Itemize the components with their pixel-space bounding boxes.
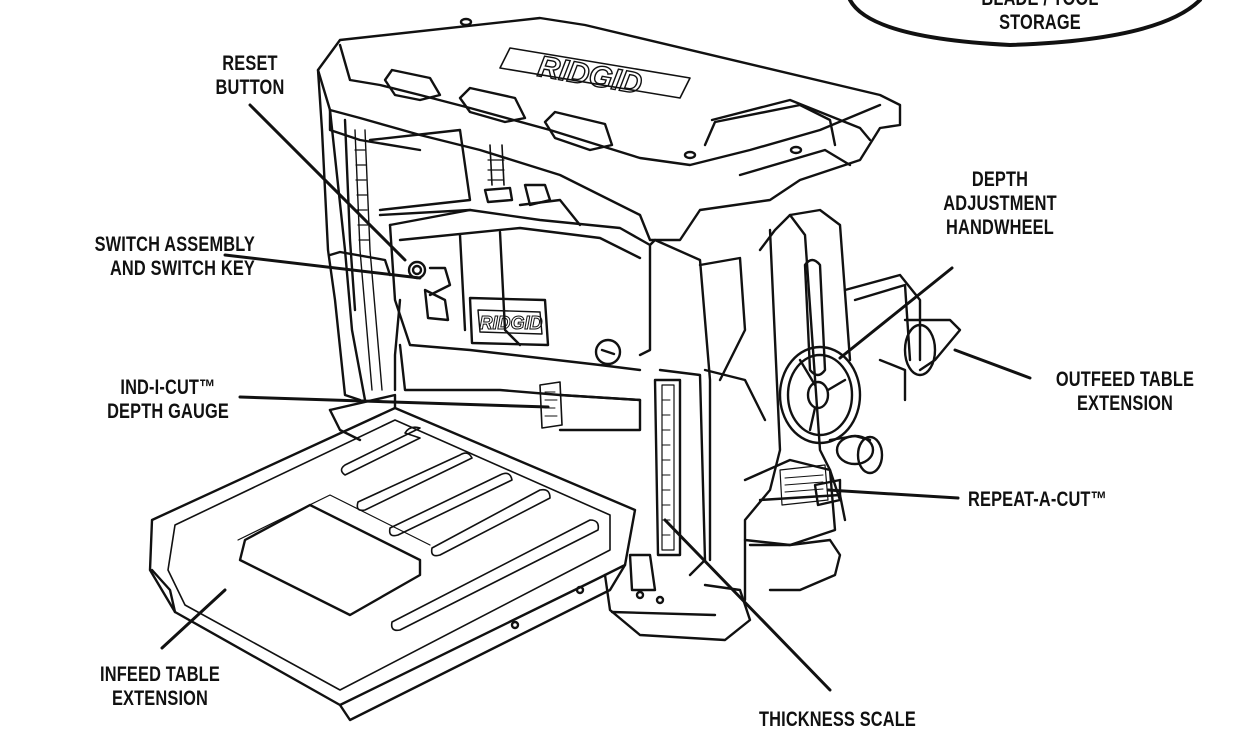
leader-thickness-scale — [663, 518, 832, 692]
label-blade-storage: BLADE / TOOL STORAGE — [970, 0, 1110, 35]
label-thickness-scale: THICKNESS SCALE — [746, 708, 929, 732]
label-infeed-table: INFEED TABLE EXTENSION — [86, 663, 234, 711]
storage-callout-circle — [848, 0, 1202, 47]
motor-housing — [388, 208, 652, 432]
label-reset-button-line2: BUTTON — [215, 76, 285, 99]
label-outfeed-table-line2: EXTENSION — [1076, 392, 1174, 415]
label-repeat-a-cut: REPEAT-A-CUT™ — [968, 488, 1124, 512]
label-depth-handwheel-line2: ADJUSTMENT — [943, 192, 1057, 215]
label-depth-gauge-line1: IND-I-CUT™ — [120, 376, 216, 399]
outfeed-table — [843, 273, 962, 402]
depth-handwheel-drawing — [778, 345, 884, 475]
label-switch-assembly-line1: SWITCH ASSEMBLY — [94, 233, 255, 256]
leader-depth-gauge — [238, 395, 550, 409]
top-case — [316, 16, 902, 242]
left-column — [316, 68, 472, 402]
label-depth-handwheel: DEPTH ADJUSTMENT HANDWHEEL — [934, 168, 1067, 240]
label-blade-storage-line1: BLADE / TOOL — [970, 0, 1110, 11]
leader-switch-assembly — [223, 253, 422, 280]
front-brand-logo: RIDGID — [480, 313, 543, 333]
label-depth-handwheel-line1: DEPTH — [971, 168, 1029, 191]
leader-handwheel — [838, 266, 954, 360]
leader-repeat-a-cut — [826, 488, 960, 500]
label-switch-assembly-line2: AND SWITCH KEY — [109, 257, 255, 280]
top-brand-logo: RIDGID — [535, 50, 644, 101]
label-depth-gauge: IND-I-CUT™ DEPTH GAUGE — [90, 376, 246, 424]
label-infeed-table-line1: INFEED TABLE — [100, 663, 220, 686]
infeed-table — [148, 393, 637, 722]
label-depth-handwheel-line3: HANDWHEEL — [946, 216, 1054, 239]
label-outfeed-table: OUTFEED TABLE EXTENSION — [1043, 368, 1207, 416]
label-reset-button: RESET BUTTON — [188, 52, 313, 100]
label-repeat-a-cut-line1: REPEAT-A-CUT™ — [968, 488, 1108, 511]
label-reset-button-line1: RESET — [222, 52, 278, 75]
center-column — [483, 144, 582, 227]
right-column — [603, 208, 852, 642]
leader-infeed-table — [160, 588, 227, 650]
label-infeed-table-line2: EXTENSION — [111, 687, 209, 710]
leader-outfeed-table — [953, 348, 1032, 380]
label-blade-storage-line2: STORAGE — [999, 11, 1081, 34]
label-thickness-scale-line1: THICKNESS SCALE — [758, 708, 917, 731]
label-outfeed-table-line1: OUTFEED TABLE — [1055, 368, 1195, 391]
label-depth-gauge-line2: DEPTH GAUGE — [107, 400, 229, 423]
label-switch-assembly: SWITCH ASSEMBLY AND SWITCH KEY — [41, 233, 255, 281]
leader-reset-button — [248, 103, 407, 262]
leader-lines — [160, 103, 1032, 692]
